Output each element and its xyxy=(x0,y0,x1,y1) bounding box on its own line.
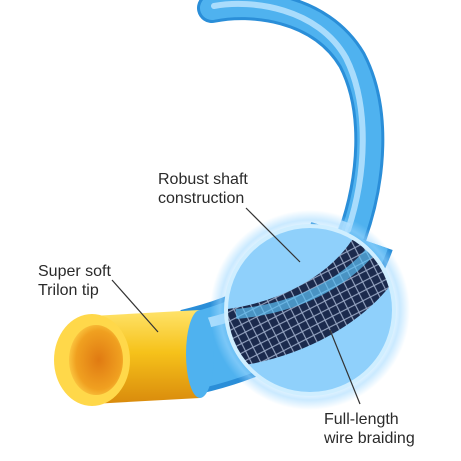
tip-lumen xyxy=(69,325,123,395)
leader-line-braiding xyxy=(329,329,361,405)
label-soft-tip: Super soft Trilon tip xyxy=(38,262,111,300)
braid-magnifier xyxy=(226,226,394,394)
label-wire-braiding: Full-length wire braiding xyxy=(324,410,415,448)
label-tip-line-2: Trilon tip xyxy=(38,282,99,299)
label-shaft-line-2: construction xyxy=(158,190,245,207)
label-shaft-construction: Robust shaft construction xyxy=(158,170,248,208)
label-tip-line-1: Super soft xyxy=(38,263,111,280)
label-shaft-line-1: Robust shaft xyxy=(158,171,248,188)
label-braid-line-1: Full-length xyxy=(324,411,399,428)
leader-line-tip xyxy=(111,279,159,333)
label-braid-line-2: wire braiding xyxy=(324,430,415,447)
leader-line-shaft xyxy=(245,207,301,263)
